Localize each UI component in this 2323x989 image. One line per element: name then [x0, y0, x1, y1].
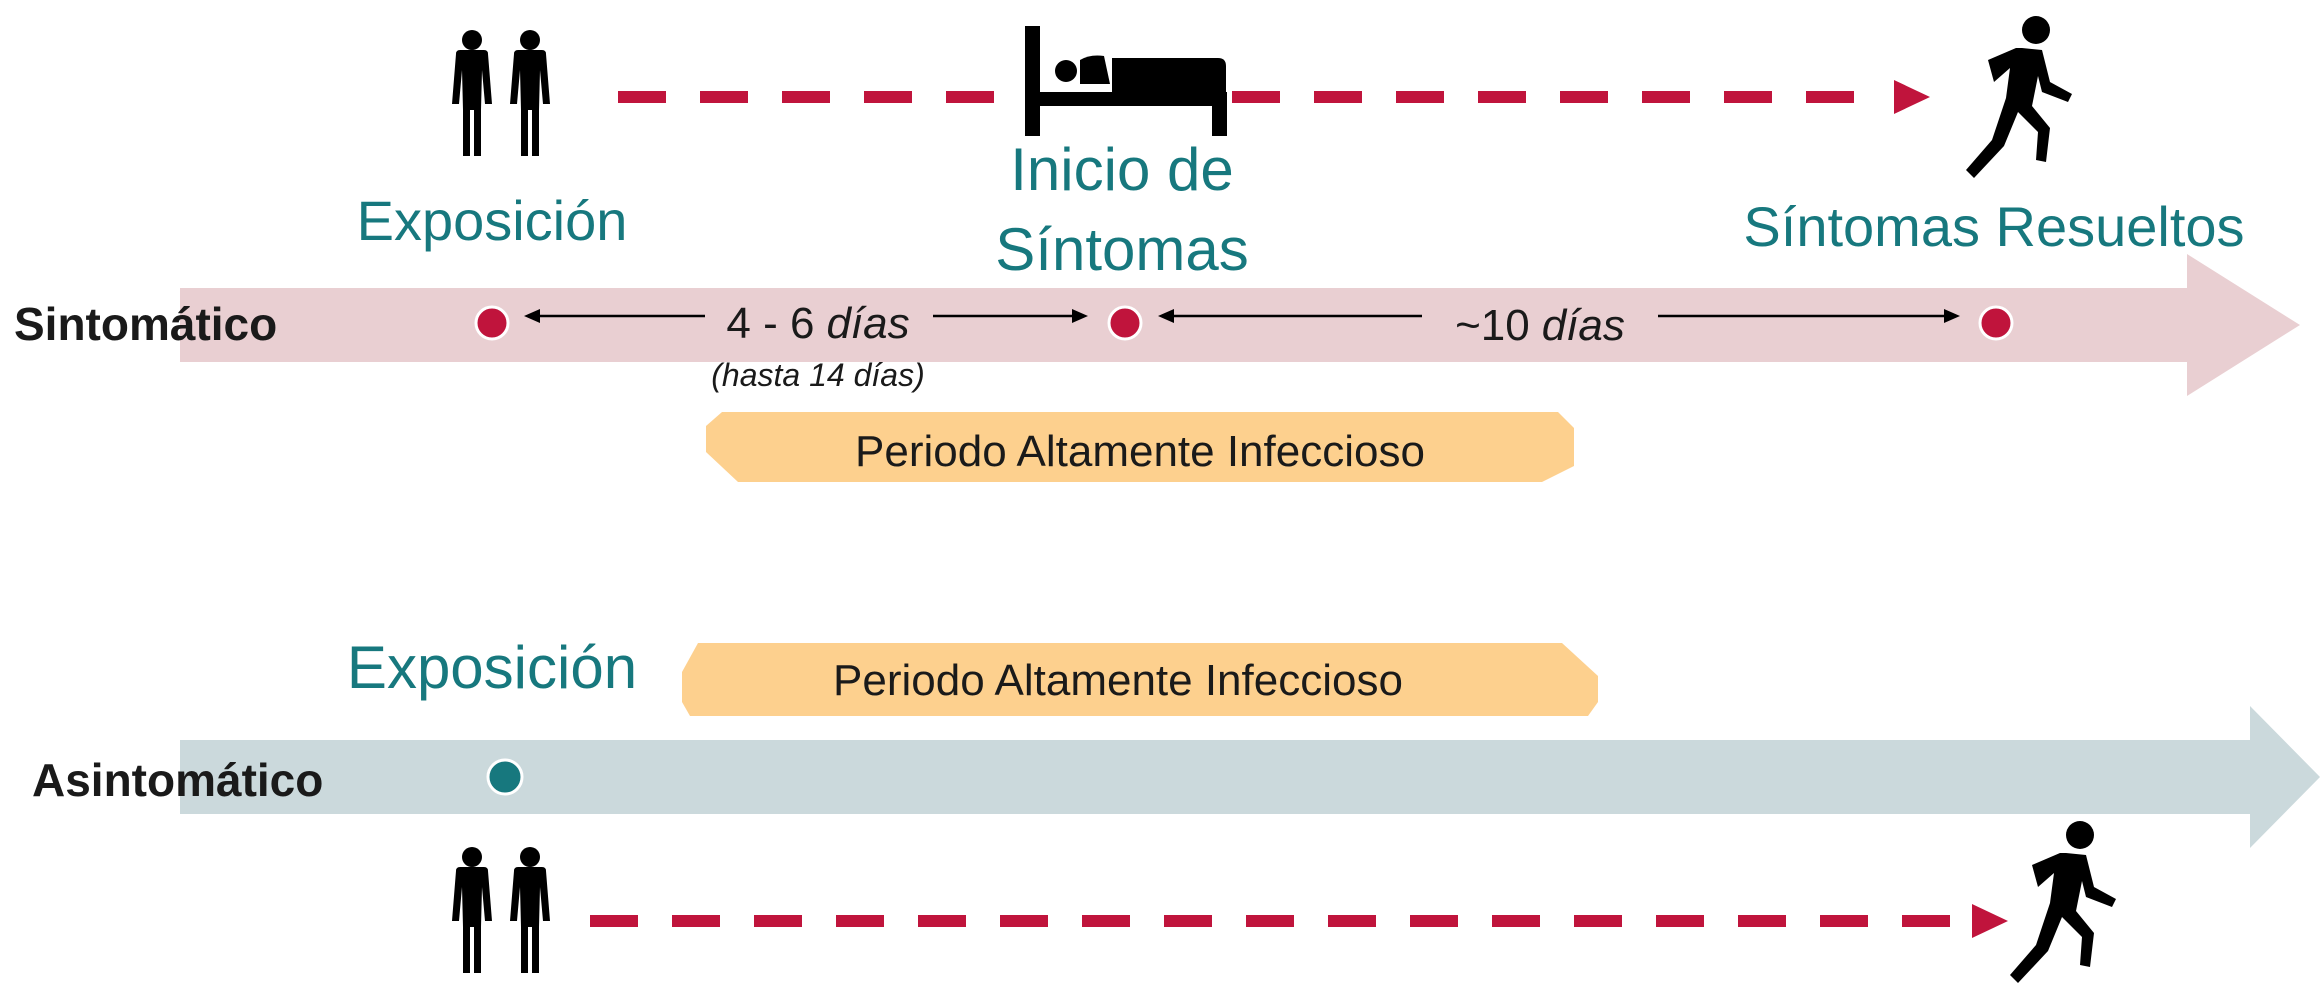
symptomatic-row: Sintomático Exposición Inicio de Síntoma… — [14, 16, 2300, 482]
bed-icon — [1025, 26, 1227, 136]
onset-dot — [1107, 305, 1143, 341]
symptomatic-infectious-band — [706, 412, 1574, 482]
exposure-dot — [474, 305, 510, 341]
symptomatic-row-label: Sintomático — [14, 298, 277, 350]
asymptomatic-exposure-label: Exposición — [347, 634, 637, 701]
resolved-label: Síntomas Resueltos — [1743, 195, 2244, 258]
incubation-unit: días — [826, 299, 909, 348]
recovery-unit: días — [1542, 301, 1625, 350]
walking-person-icon — [1966, 16, 2072, 178]
symptomatic-exposure-label: Exposición — [357, 189, 628, 252]
incubation-note: (hasta 14 días) — [711, 357, 924, 393]
asymptomatic-row-label: Asintomático — [32, 754, 323, 806]
onset-label-line1: Inicio de — [1010, 136, 1233, 203]
incubation-duration-arrow — [524, 309, 1088, 323]
symptomatic-dashed-arrowhead — [1894, 80, 1930, 114]
recovery-duration-arrow — [1158, 309, 1960, 323]
symptomatic-infectious-label: Periodo Altamente Infeccioso — [855, 427, 1425, 476]
asymptomatic-dashed-arrowhead — [1972, 904, 2008, 938]
asymptomatic-row: Periodo Altamente Infeccioso Exposición … — [32, 634, 2320, 983]
onset-label-line2: Síntomas — [995, 216, 1248, 283]
two-people-icon — [452, 30, 550, 156]
asymptomatic-infectious-band — [682, 643, 1598, 716]
two-people-icon — [452, 847, 550, 973]
walking-person-icon — [2010, 821, 2116, 983]
resolved-dot — [1978, 305, 2014, 341]
incubation-days: 4 - 6 — [726, 299, 814, 348]
asymptomatic-timeline-arrow — [180, 706, 2320, 848]
asymptomatic-exposure-dot — [486, 758, 524, 796]
recovery-days: ~10 — [1455, 301, 1530, 350]
asymptomatic-infectious-label: Periodo Altamente Infeccioso — [833, 656, 1403, 705]
symptomatic-timeline-arrow — [180, 254, 2300, 396]
